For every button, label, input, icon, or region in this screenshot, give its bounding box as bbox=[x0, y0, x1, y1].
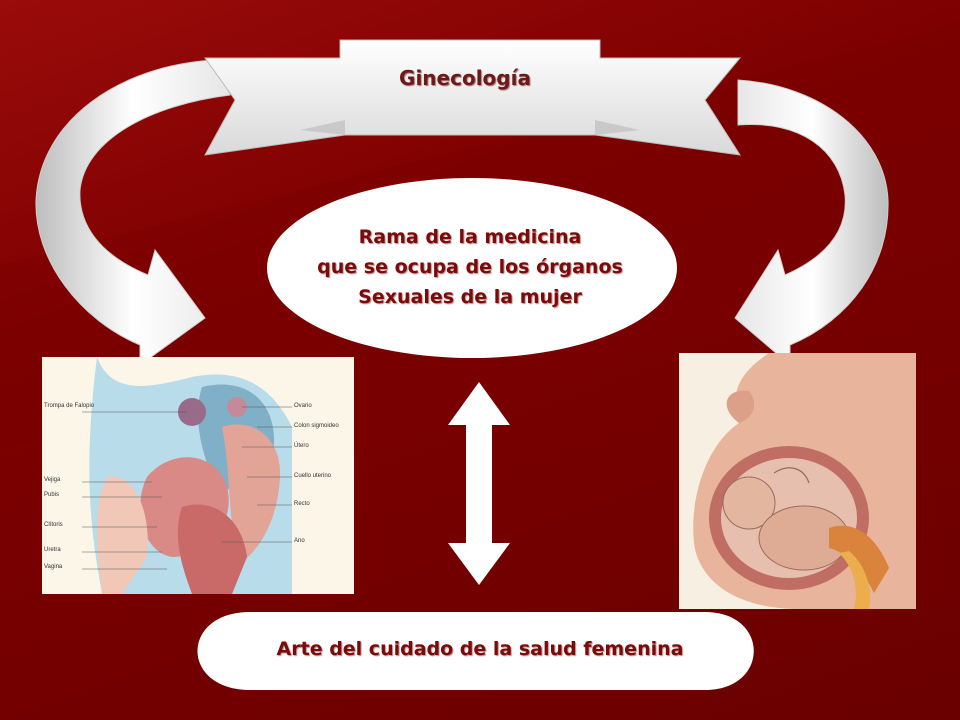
label-vagina: Vagina bbox=[44, 564, 63, 570]
definition-ellipse bbox=[267, 178, 677, 358]
double-arrow bbox=[448, 382, 510, 585]
banner-title: Ginecología bbox=[399, 66, 531, 90]
pregnancy-image bbox=[679, 353, 916, 609]
definition-line-2: que se ocupa de los órganos bbox=[317, 256, 623, 278]
pelvic-anatomy-drawing bbox=[42, 357, 354, 594]
pelvic-anatomy-image: Trompa de Falopio Vejiga Pubis Clítoris … bbox=[42, 357, 354, 594]
label-cuello: Cuello uterino bbox=[294, 473, 332, 479]
label-pubis: Pubis bbox=[44, 492, 60, 498]
label-ovario: Ovario bbox=[294, 403, 312, 409]
label-uretra: Uretra bbox=[44, 547, 61, 553]
label-trompa: Trompa de Falopio bbox=[44, 403, 95, 409]
label-utero: Útero bbox=[294, 443, 309, 449]
label-ano: Ano bbox=[294, 538, 305, 544]
label-vejiga: Vejiga bbox=[44, 477, 61, 483]
label-recto: Recto bbox=[294, 501, 310, 507]
label-colon: Colon sigmoideo bbox=[294, 423, 339, 429]
left-curved-arrow bbox=[35, 59, 231, 366]
label-clitoris: Clítoris bbox=[44, 522, 63, 528]
definition-text: Rama de la medicina que se ocupa de los … bbox=[285, 222, 655, 312]
right-curved-arrow bbox=[734, 79, 889, 367]
bottom-bar-shape bbox=[197, 612, 754, 690]
definition-line-1: Rama de la medicina bbox=[358, 226, 582, 248]
bottom-bar-text: Arte del cuidado de la salud femenina bbox=[276, 638, 684, 660]
pregnancy-drawing bbox=[679, 353, 916, 609]
title-banner bbox=[204, 39, 742, 156]
definition-line-3: Sexuales de la mujer bbox=[358, 286, 582, 308]
